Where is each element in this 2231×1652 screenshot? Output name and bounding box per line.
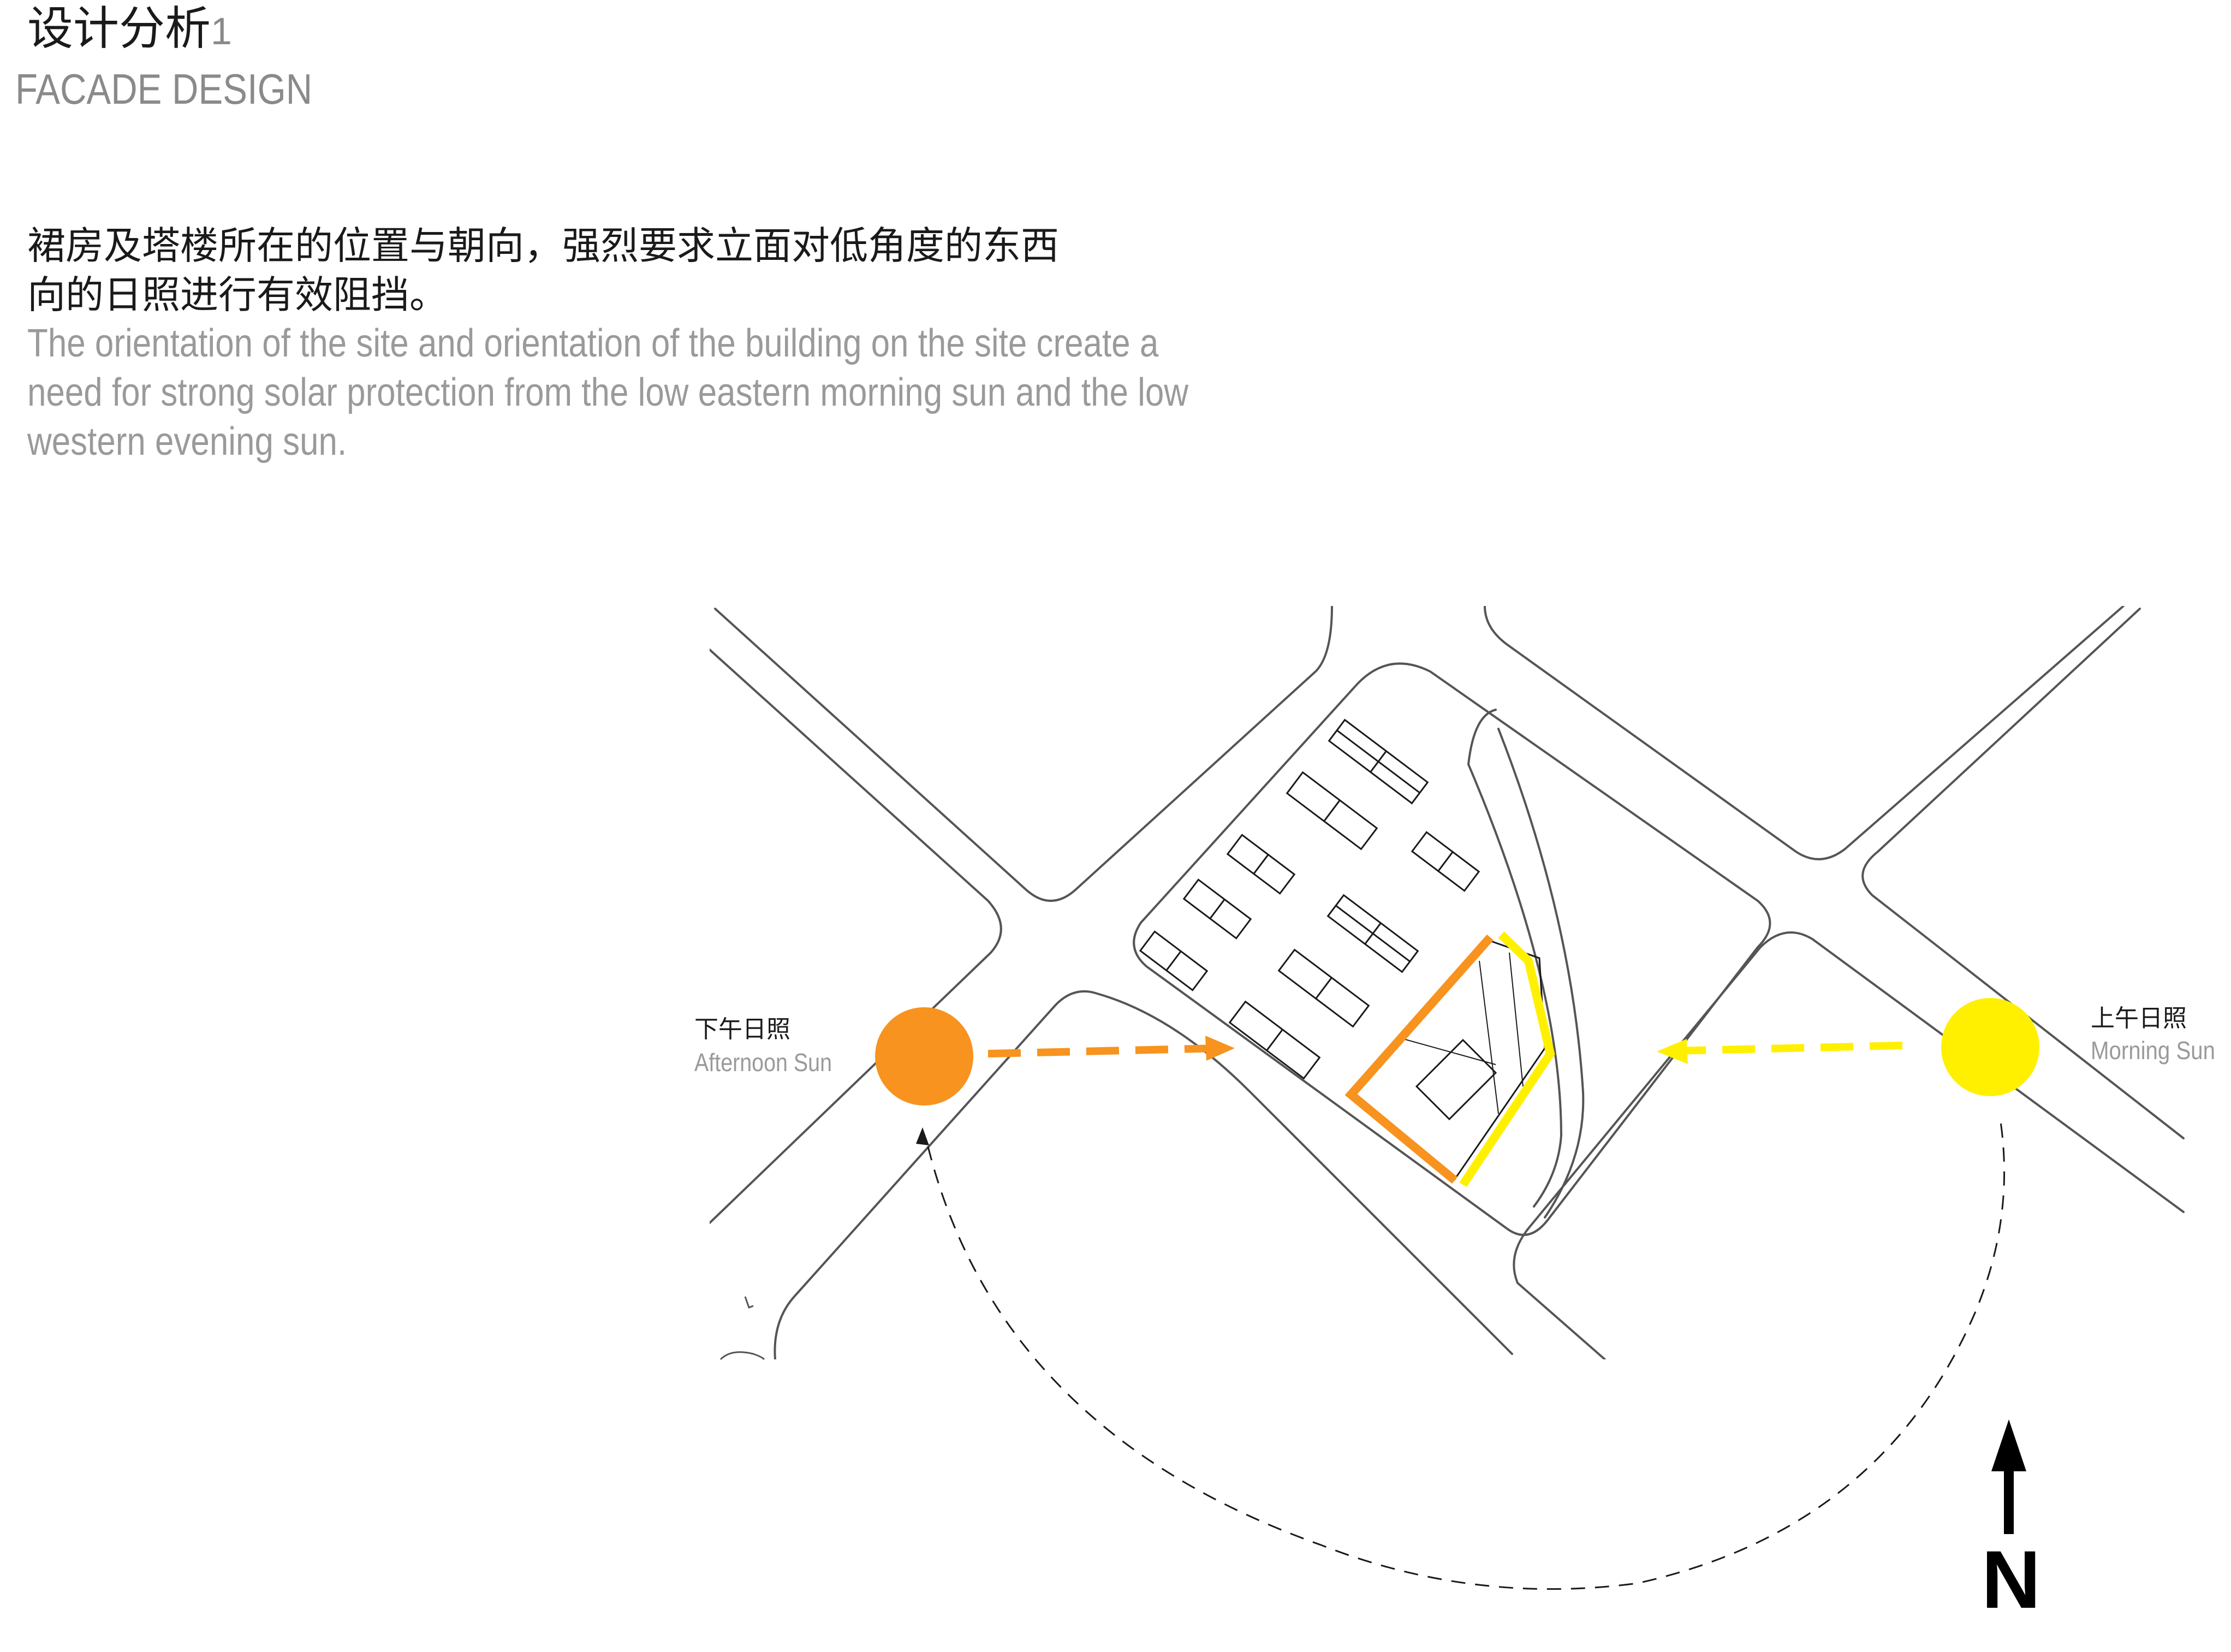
parking-block	[1182, 878, 1252, 940]
north-arrow: N	[1982, 1419, 2040, 1625]
access-road	[1497, 728, 1585, 1219]
description-en-line: The orientation of the site and orientat…	[27, 322, 1159, 365]
afternoon-arrowhead-icon	[1205, 1036, 1235, 1061]
parking-blocks	[1139, 718, 1480, 1080]
site-fragment	[719, 1296, 765, 1360]
sun-path-arc	[927, 1121, 2006, 1590]
description-en-line: need for strong solar protection from th…	[27, 371, 1189, 414]
morning-sun-ray	[1673, 1042, 1903, 1055]
building-core	[1415, 1038, 1497, 1121]
description-en: The orientation of the site and orientat…	[27, 319, 1201, 466]
road-edge	[1484, 606, 2125, 860]
description-cn: 裙房及塔楼所在的位置与朝向，强烈要求立面对低角度的东西 向的日照进行有效阻挡。	[27, 221, 1201, 319]
morning-arrowhead-icon	[1657, 1039, 1688, 1064]
building-grid-line	[1509, 952, 1524, 1087]
page-title-cn: 设计分析1	[27, 3, 232, 54]
north-label: N	[1982, 1534, 2040, 1625]
title-number: 1	[211, 10, 232, 52]
description-en-line: western evening sun.	[27, 420, 347, 463]
parking-block	[1411, 831, 1480, 892]
description-cn-line: 向的日照进行有效阻挡。	[27, 272, 448, 317]
sun-path-arrowhead	[916, 1127, 929, 1145]
title-cn-text: 设计分析	[27, 2, 211, 55]
parking-block	[1286, 771, 1378, 851]
road-edge	[710, 649, 1002, 1224]
building-grid-line	[1397, 1037, 1496, 1065]
site-boundary	[1133, 662, 1771, 1236]
morning-sun-group: 上午日照 Morning Sun	[1657, 998, 2215, 1096]
morning-sun-label-cn: 上午日照	[2091, 1005, 2187, 1032]
parking-block	[1226, 834, 1296, 895]
afternoon-sun-label-en: Afternoon Sun	[694, 1048, 832, 1077]
parking-block	[1326, 894, 1419, 973]
road-edge	[714, 606, 1333, 902]
morning-sun	[1941, 998, 2039, 1096]
parking-block	[1328, 718, 1429, 805]
morning-sun-label-en: Morning Sun	[2091, 1036, 2215, 1065]
parking-block	[1139, 930, 1209, 991]
afternoon-sun-label-cn: 下午日照	[694, 1015, 790, 1043]
parking-block	[1228, 1000, 1321, 1080]
north-arrow-icon	[1991, 1419, 2026, 1471]
road-network	[710, 606, 2185, 1359]
road-edge	[1513, 931, 2185, 1359]
afternoon-sun-ray	[987, 1044, 1221, 1057]
building-grid-line	[1479, 960, 1499, 1114]
description-cn-line: 裙房及塔楼所在的位置与朝向，强烈要求立面对低角度的东西	[27, 223, 1059, 268]
east-facade-shading	[1459, 931, 1555, 1187]
access-road	[1467, 709, 1562, 1208]
parking-block	[1277, 948, 1370, 1028]
afternoon-sun	[875, 1007, 973, 1106]
page-title-en: FACADE DESIGN	[15, 65, 313, 113]
road-edge	[1861, 608, 2185, 1139]
afternoon-sun-group: 下午日照 Afternoon Sun	[694, 1007, 1235, 1106]
west-facade-shading	[1344, 934, 1494, 1184]
building-footprint	[1344, 931, 1555, 1187]
